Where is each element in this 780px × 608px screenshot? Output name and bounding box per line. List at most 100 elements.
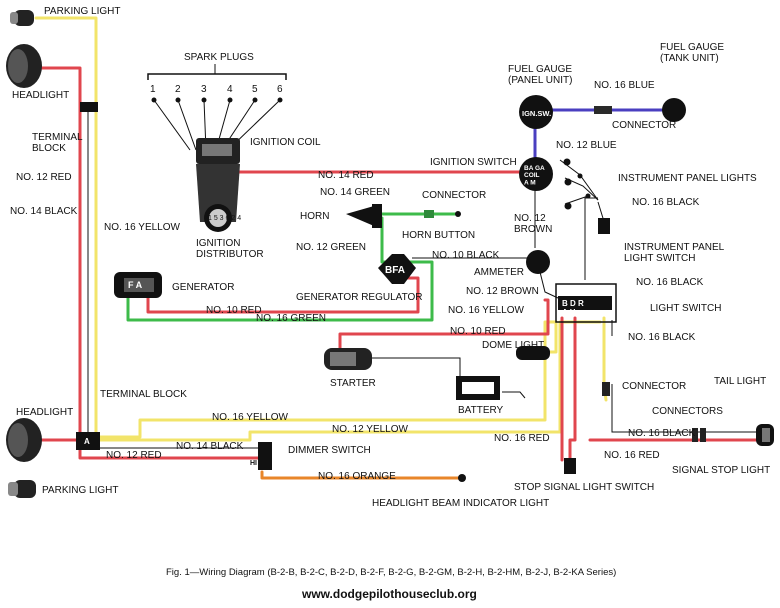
fuel-gauge-tank-icon xyxy=(662,98,686,122)
dome-light-icon xyxy=(516,346,550,360)
label-horn-button: HORN BUTTON xyxy=(402,230,475,241)
stop-signal-switch-icon xyxy=(564,458,576,474)
ip-light-switch-icon xyxy=(598,218,610,234)
connector-right-icon xyxy=(602,382,610,396)
label-plug-5: 5 xyxy=(252,84,258,95)
label-terminal-block-bottom: TERMINAL BLOCK xyxy=(100,389,187,400)
label-no16-red-mid: NO. 16 RED xyxy=(494,433,550,444)
label-bfa: BFA xyxy=(385,265,405,276)
label-ignition-coil: IGNITION COIL xyxy=(250,137,321,148)
wire-red-gen xyxy=(146,276,420,314)
tail-connector-1-icon xyxy=(692,428,698,442)
terminal-block-top-icon xyxy=(80,102,98,112)
wire-orange xyxy=(260,470,464,480)
light-switch-icon xyxy=(555,283,617,323)
label-no14-green: NO. 14 GREEN xyxy=(320,187,390,198)
wire-green-16 xyxy=(126,260,434,322)
instrument-panel-lights-icon xyxy=(563,158,591,210)
wire-yellow-parking-top xyxy=(34,16,98,439)
ignition-distributor-icon xyxy=(196,164,240,232)
horn-connector-icon xyxy=(424,210,434,218)
label-plug-3: 3 xyxy=(201,84,207,95)
label-no14-black-left: NO. 14 BLACK xyxy=(10,206,78,217)
wire-yellow-dome xyxy=(548,320,558,354)
label-connectors: CONNECTORS xyxy=(652,406,723,417)
label-plug-1: 1 xyxy=(150,84,156,95)
wire-black-brown12b xyxy=(539,271,559,299)
label-distributor-marking: 1 5 3 6 2 4 xyxy=(208,215,241,222)
label-light-switch: LIGHT SWITCH xyxy=(650,303,721,314)
spark-plugs-icon xyxy=(147,64,287,103)
label-no16-black-ip: NO. 16 BLACK xyxy=(632,197,700,208)
wire-black-tail xyxy=(611,384,760,433)
label-instrument-panel-lights: INSTRUMENT PANEL LIGHTS xyxy=(618,173,757,184)
label-starter: STARTER xyxy=(330,378,376,389)
horn-button-icon xyxy=(455,211,461,217)
label-spark-plugs: SPARK PLUGS xyxy=(184,52,254,63)
label-dimmer-marking: HI xyxy=(250,460,257,467)
label-no16-red-right: NO. 16 RED xyxy=(604,450,660,461)
wire-red-starter xyxy=(338,298,550,350)
label-ammeter: AMMETER xyxy=(474,267,524,278)
parking-light-bottom-icon xyxy=(8,480,36,498)
fuel-connector-icon xyxy=(594,106,612,114)
label-no16-blue: NO. 16 BLUE xyxy=(594,80,655,91)
dimmer-switch-icon xyxy=(258,442,272,470)
components xyxy=(6,10,774,498)
label-no14-black-bottom: NO. 14 BLACK xyxy=(176,441,244,452)
label-no16-black-tail: NO. 16 BLACK xyxy=(628,428,696,439)
figure-caption: Fig. 1—Wiring Diagram (B-2-B, B-2-C, B-2… xyxy=(166,567,616,578)
label-generator-regulator: GENERATOR REGULATOR xyxy=(296,292,423,303)
wire-black-ls xyxy=(584,197,598,280)
label-connector-fuel: CONNECTOR xyxy=(612,120,676,131)
ignition-switch-icon xyxy=(519,157,553,191)
label-headlight-beam-indicator: HEADLIGHT BEAM INDICATOR LIGHT xyxy=(372,498,549,509)
wire-red-stop xyxy=(568,316,577,470)
label-ign-sw: IGN.SW. xyxy=(522,109,551,118)
generator-icon xyxy=(114,272,162,298)
label-dome-light: DOME LIGHT xyxy=(482,340,544,351)
label-no16-black-ls: NO. 16 BLACK xyxy=(636,277,704,288)
label-no16-yellow-bottom: NO. 16 YELLOW xyxy=(212,412,289,423)
label-no12-green: NO. 12 GREEN xyxy=(296,242,366,253)
tail-light-icon xyxy=(756,424,774,446)
terminal-block-bottom-icon xyxy=(76,432,100,450)
website-url: www.dodgepilothouseclub.org xyxy=(301,587,477,601)
label-no10-red-gen: NO. 10 RED xyxy=(206,305,262,316)
label-headlight-top: HEADLIGHT xyxy=(12,90,69,101)
label-horn: HORN xyxy=(300,211,329,222)
ignition-coil-icon xyxy=(196,138,240,164)
label-no12-red-bottom: NO. 12 RED xyxy=(106,450,162,461)
label-no12-blue: NO. 12 BLUE xyxy=(556,140,617,151)
label-tail-light: TAIL LIGHT xyxy=(714,376,766,387)
label-dimmer-switch: DIMMER SWITCH xyxy=(288,445,371,456)
wire-black-battery2 xyxy=(502,391,526,399)
wire-black-battery xyxy=(360,357,461,380)
label-connector-horn: CONNECTOR xyxy=(422,190,486,201)
parking-light-top-icon xyxy=(10,10,34,26)
label-no16-black-right: NO. 16 BLACK xyxy=(628,332,696,343)
label-plug-6: 6 xyxy=(277,84,283,95)
label-plug-2: 2 xyxy=(175,84,181,95)
label-signal-stop-light: SIGNAL STOP LIGHT xyxy=(672,465,770,476)
label-headlight-bottom: HEADLIGHT xyxy=(16,407,73,418)
generator-regulator-icon xyxy=(378,254,416,284)
label-generator: GENERATOR xyxy=(172,282,234,293)
label-terminal-marking-a: A xyxy=(84,437,90,446)
label-no10-black: NO. 10 BLACK xyxy=(432,250,500,261)
label-no12-brown: NO. 12 BROWN xyxy=(466,286,539,297)
label-fuel-gauge-panel: FUEL GAUGE(PANEL UNIT) xyxy=(508,64,572,86)
label-ignition-switch: IGNITION SWITCH xyxy=(430,157,517,168)
headlight-top-icon xyxy=(6,44,42,88)
label-no12-yellow: NO. 12 YELLOW xyxy=(332,424,409,435)
ammeter-icon xyxy=(526,250,550,274)
starter-icon xyxy=(324,348,372,370)
label-no16-yellow-mid: NO. 16 YELLOW xyxy=(448,305,525,316)
